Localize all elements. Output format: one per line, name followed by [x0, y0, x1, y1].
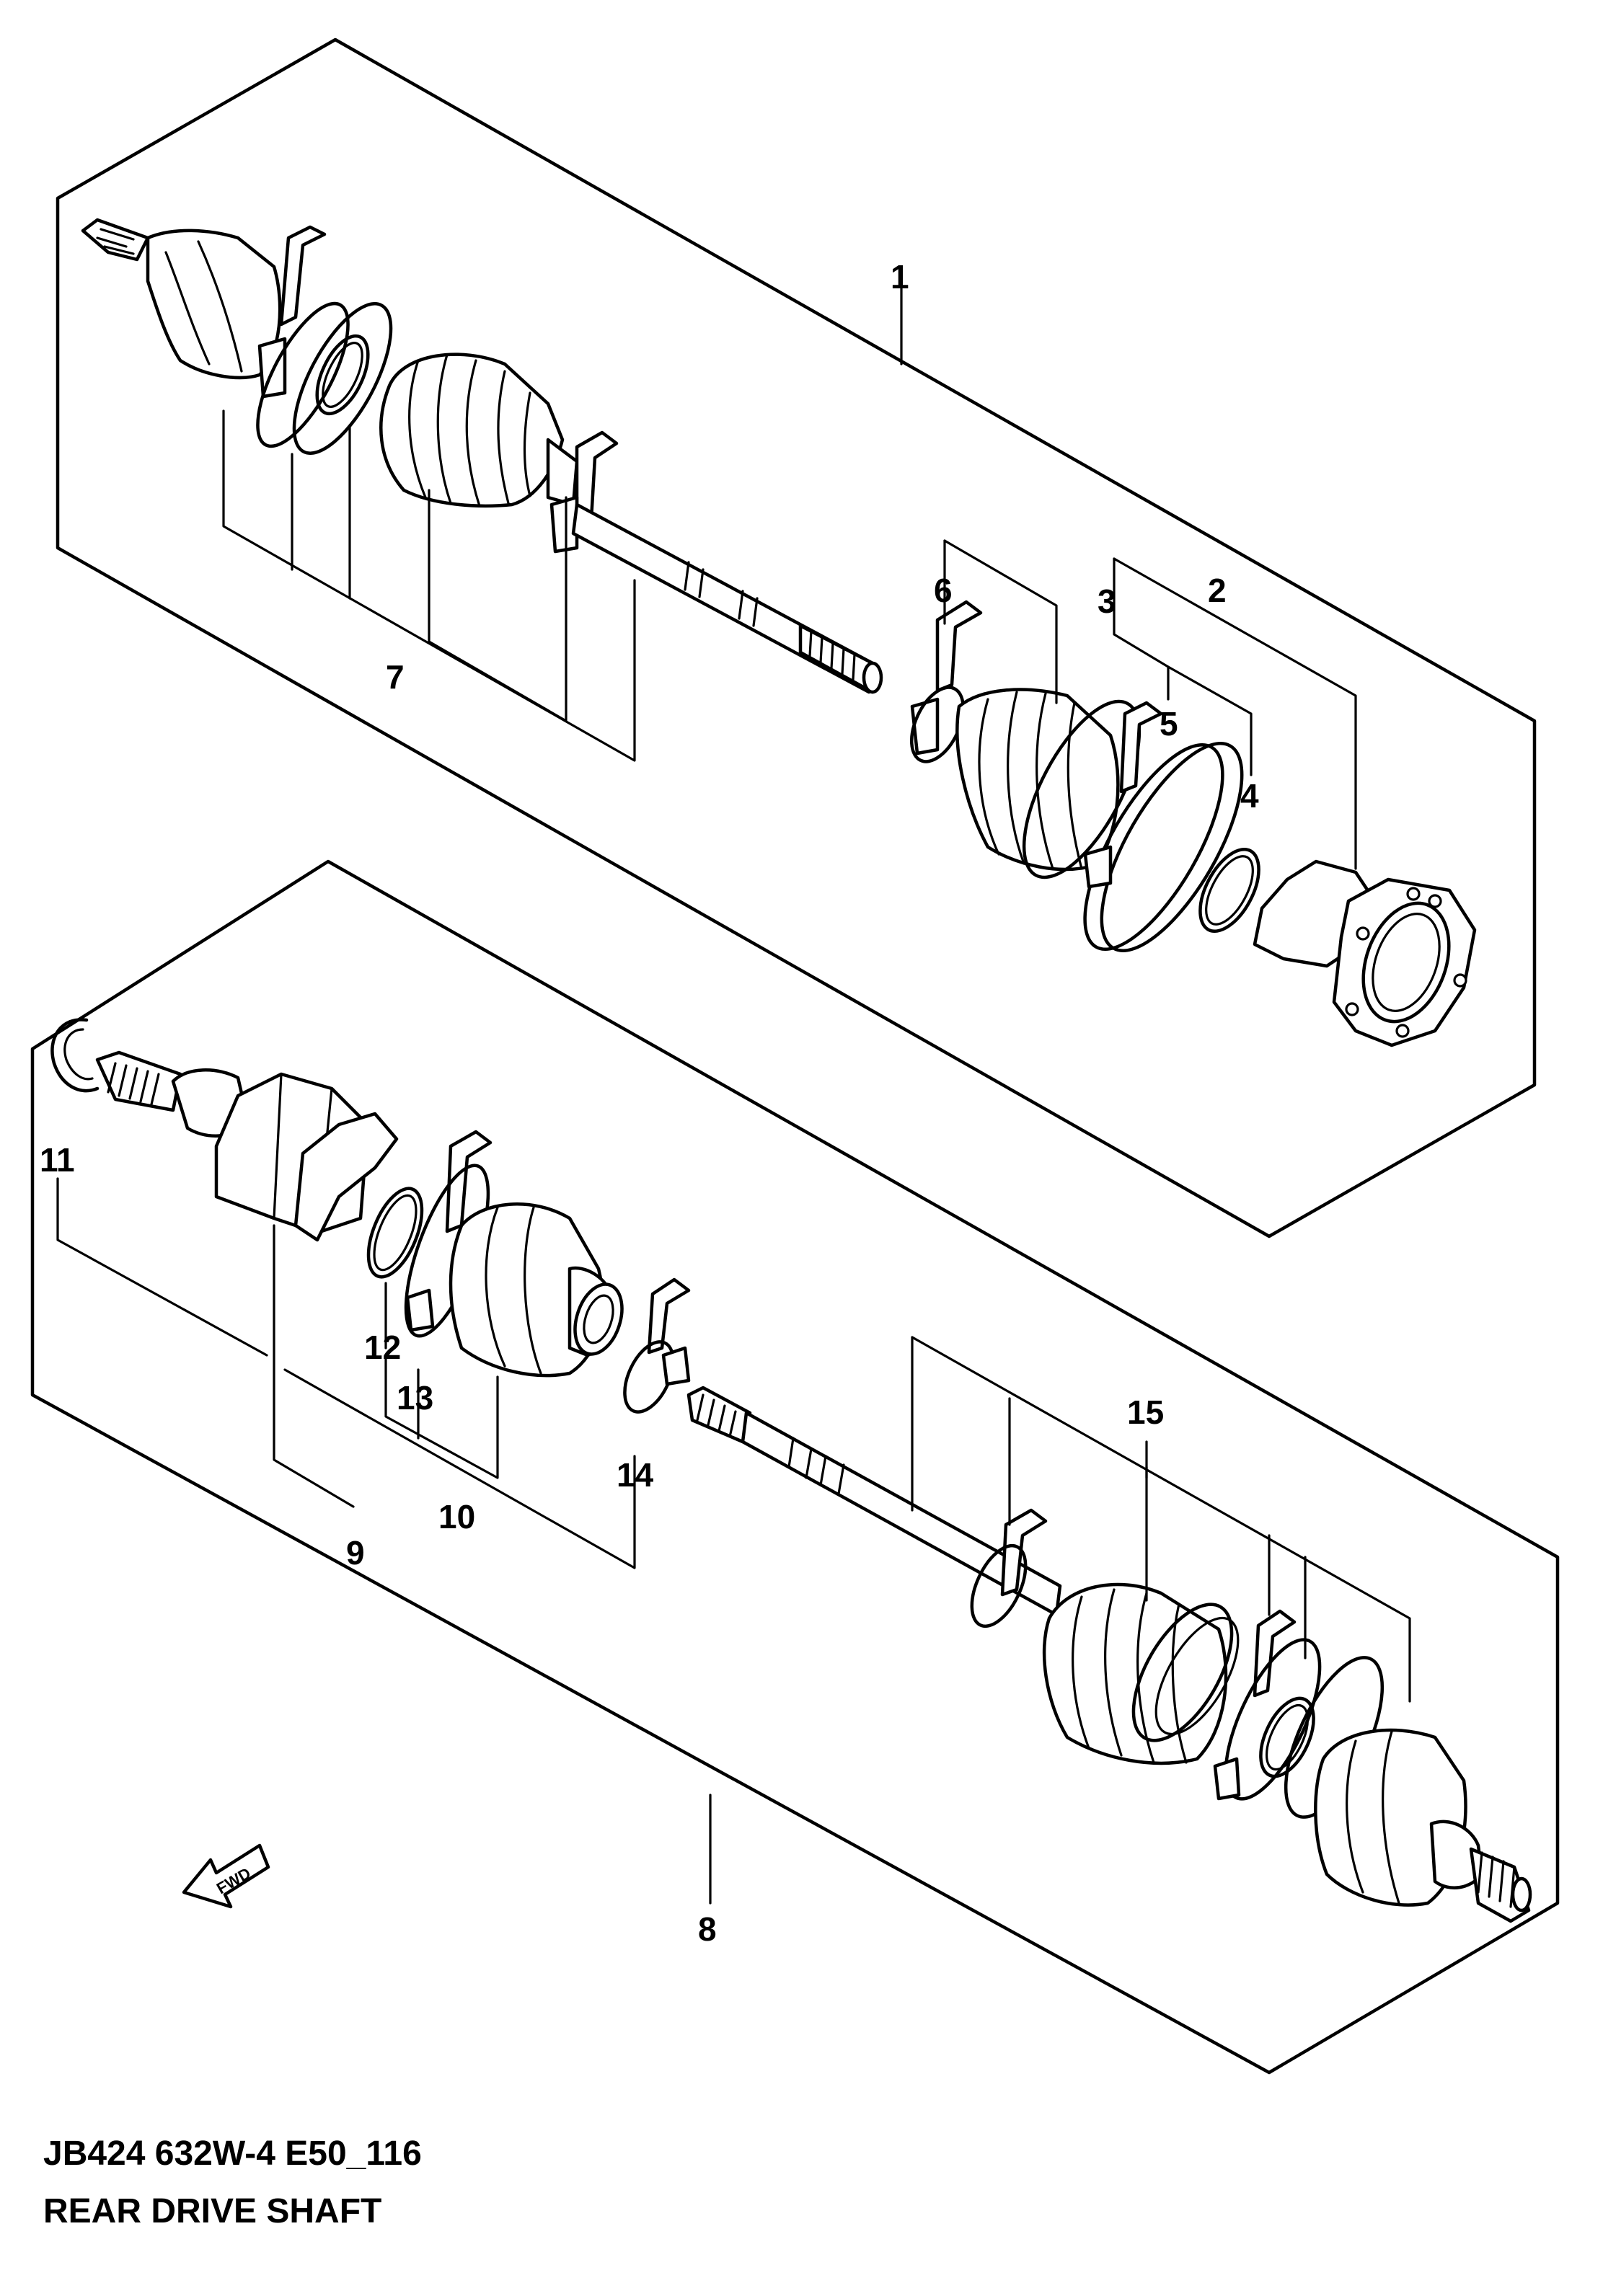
- upper-outer-boot: [379, 353, 579, 508]
- callout-13: 13: [397, 1379, 433, 1417]
- lower-assembly-frame: [30, 859, 1560, 2075]
- callout-4: 4: [1240, 777, 1259, 815]
- lower-circlip: [50, 1018, 100, 1093]
- callout-2: 2: [1208, 572, 1227, 609]
- upper-outer-joint: [81, 218, 393, 455]
- upper-inner-clamp: [1083, 701, 1244, 952]
- upper-shaft: [549, 430, 883, 694]
- callout-7: 7: [386, 658, 405, 696]
- callout-5: 5: [1160, 705, 1178, 743]
- lower-outer-boot: [970, 1508, 1240, 1765]
- callout-3: 3: [1098, 582, 1116, 620]
- lower-inner-clamp: [366, 1130, 493, 1338]
- fwd-direction-marker: FWD: [182, 1843, 270, 1909]
- lower-leader-lines: [56, 1177, 1411, 1905]
- upper-leader-lines: [222, 265, 1357, 870]
- lower-inner-boot: [449, 1202, 624, 1378]
- callout-1: 1: [891, 258, 909, 296]
- callout-9: 9: [346, 1534, 365, 1572]
- lower-inner-joint: [95, 1050, 399, 1242]
- lower-boot-clamp: [623, 1277, 691, 1414]
- callout-6: 6: [934, 572, 953, 609]
- diagram-title: REAR DRIVE SHAFT: [43, 2192, 382, 2230]
- callout-8: 8: [698, 1910, 717, 1948]
- callout-11: 11: [40, 1141, 75, 1179]
- upper-snap-ring: [1198, 847, 1260, 934]
- callout-numbers: 1 2 3 4 5 6 7 8 9 10 11 12 13 14 15: [40, 258, 1259, 1948]
- callout-15: 15: [1127, 1393, 1164, 1431]
- diagram-code: JB424 632W-4 E50_116: [43, 2135, 422, 2173]
- callout-10: 10: [438, 1498, 475, 1535]
- upper-assembly-frame: [56, 37, 1537, 1238]
- lower-outer-joint: [1314, 1728, 1532, 1923]
- callout-12: 12: [364, 1329, 401, 1366]
- callout-14: 14: [617, 1456, 654, 1494]
- upper-joint-housing: [1253, 859, 1477, 1047]
- upper-inner-boot: [909, 600, 1141, 879]
